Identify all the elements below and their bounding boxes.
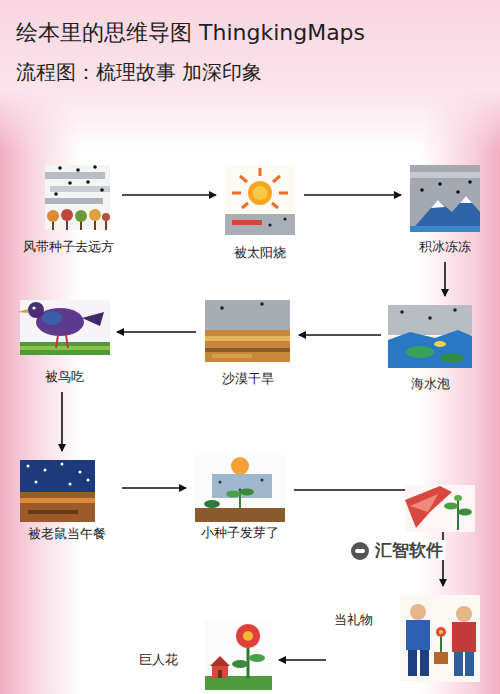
story-step: 沙漠干旱 [200, 298, 295, 390]
watermark: 汇智软件 [373, 540, 445, 560]
step-caption: 积冰冻冻 [419, 239, 471, 255]
step-caption: 被鸟吃 [45, 369, 84, 385]
story-step: 海水泡 [385, 300, 475, 395]
flow-arrow [304, 194, 401, 196]
story-step: 风带种子去远方 [18, 162, 118, 258]
desert-picture [205, 300, 290, 362]
story-step: 积冰冻冻 [405, 162, 485, 258]
story-step: 小种子发芽了 [190, 452, 290, 544]
story-step: 当礼物 [330, 590, 485, 685]
ice-picture [410, 165, 480, 232]
step-caption: 被老鼠当午餐 [28, 526, 106, 542]
step-caption: 海水泡 [411, 376, 450, 392]
wind-picture [45, 165, 110, 230]
flow-arrow [122, 487, 186, 489]
sea-picture [388, 305, 472, 368]
flow-arrow [444, 262, 446, 296]
sprout-picture [195, 455, 285, 522]
step-caption: 巨人花 [139, 652, 178, 668]
flow-arrow [122, 194, 216, 196]
subtitle: 流程图：梳理故事 加深印象 [16, 60, 262, 84]
step-caption: 沙漠干旱 [222, 371, 274, 387]
flow-arrow [299, 334, 381, 336]
flow-arrow [294, 490, 443, 586]
flow-arrow [61, 392, 63, 451]
story-step: 巨人花 [135, 616, 275, 692]
gift-picture [400, 595, 480, 682]
step-caption: 被太阳烧 [234, 245, 286, 261]
flower-picture [205, 620, 272, 690]
step-caption: 风带种子去远方 [23, 239, 114, 255]
flow-arrow [279, 659, 326, 661]
story-step: 被鸟吃 [16, 296, 113, 388]
sun-picture [225, 165, 295, 235]
growing-picture [405, 485, 475, 532]
bird-picture [18, 300, 110, 355]
step-caption: 当礼物 [334, 612, 373, 628]
flow-arrow [117, 331, 196, 333]
step-caption: 小种子发芽了 [201, 525, 279, 541]
night-picture [20, 460, 95, 522]
watermark-icon [351, 542, 369, 560]
page-title: 绘本里的思维导图 ThingkingMaps [16, 20, 365, 46]
story-step: 被太阳烧 [220, 162, 300, 264]
story-step: 被老鼠当午餐 [16, 455, 118, 545]
